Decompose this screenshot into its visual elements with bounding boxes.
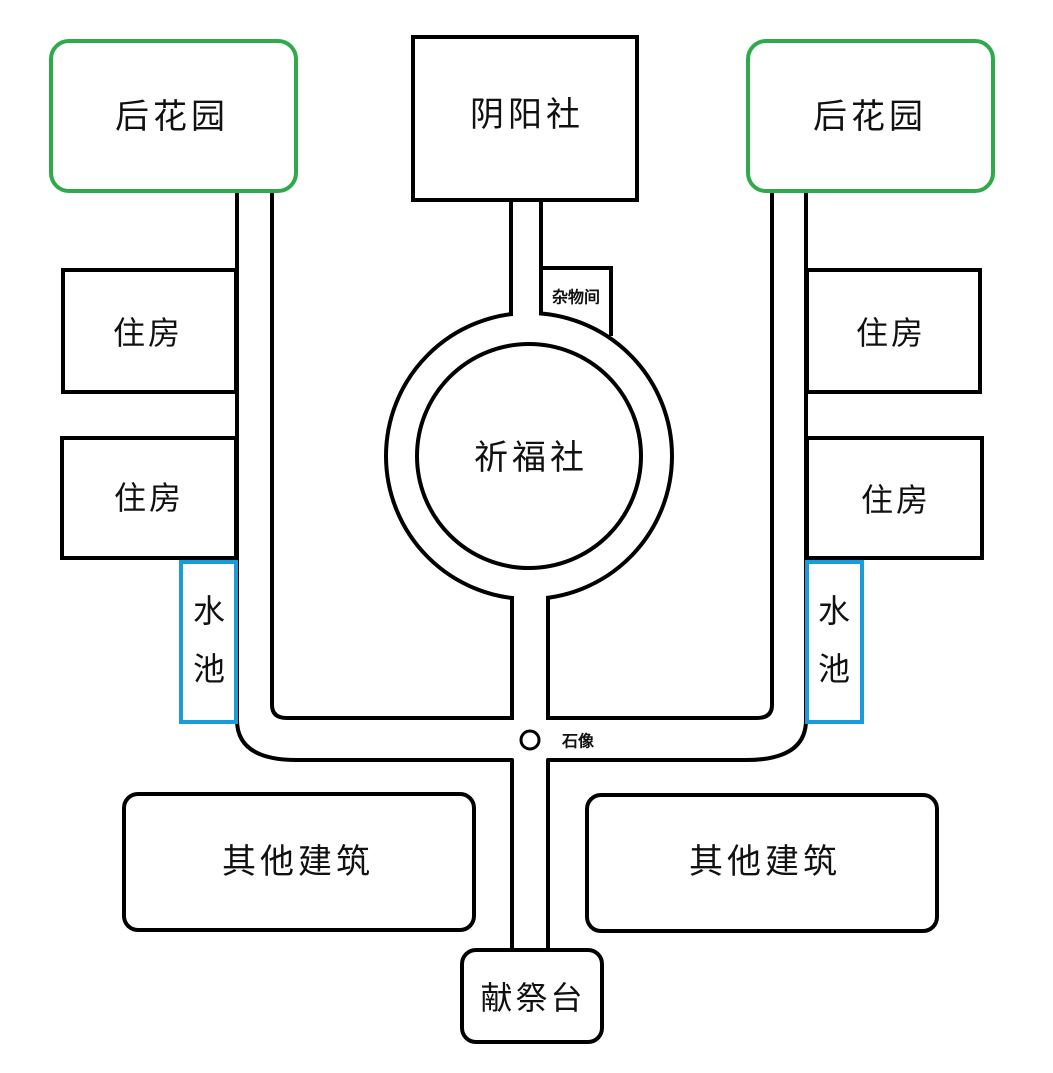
house-right-1 [805, 268, 982, 394]
house-right-2 [805, 436, 984, 560]
altar-label: 献祭台 [480, 979, 585, 1017]
prayer-hall [415, 342, 643, 570]
house-right-2-label: 住房 [861, 481, 931, 519]
left-road-inner [270, 188, 514, 720]
other-building-left-label: 其他建筑 [222, 842, 374, 882]
storeroom-outline [541, 266, 613, 336]
prayer-ring [384, 308, 674, 604]
other-building-left [122, 792, 476, 932]
pool-left-label-2: 池 [193, 650, 225, 688]
pool-left [179, 560, 238, 724]
statue-marker [519, 729, 541, 751]
other-building-right [585, 793, 939, 933]
yinyang-hall [411, 35, 639, 202]
statue-label: 石像 [561, 732, 595, 751]
other-building-right-label: 其他建筑 [689, 842, 841, 882]
garden-left-label: 后花园 [115, 97, 229, 137]
ring-gap-north [513, 308, 539, 324]
garden-right-label: 后花园 [813, 97, 927, 137]
prayer-hall-label: 祈福社 [474, 438, 588, 478]
house-left-1 [61, 268, 238, 394]
right-road-inner [546, 188, 774, 720]
yinyang-hall-label: 阴阳社 [470, 95, 584, 135]
garden-left [49, 39, 298, 193]
pool-right [805, 560, 864, 724]
pool-right-label-1: 水 [818, 592, 850, 630]
pool-right-label-2: 池 [818, 650, 850, 688]
altar [460, 948, 604, 1044]
storeroom-label: 杂物间 [552, 288, 600, 307]
garden-right [746, 39, 995, 193]
house-left-2 [60, 436, 238, 560]
pool-left-label-1: 水 [193, 592, 225, 630]
ring-gap-south [514, 588, 546, 604]
house-left-2-label: 住房 [114, 479, 184, 517]
house-right-1-label: 住房 [856, 314, 926, 352]
house-left-1-label: 住房 [113, 314, 183, 352]
